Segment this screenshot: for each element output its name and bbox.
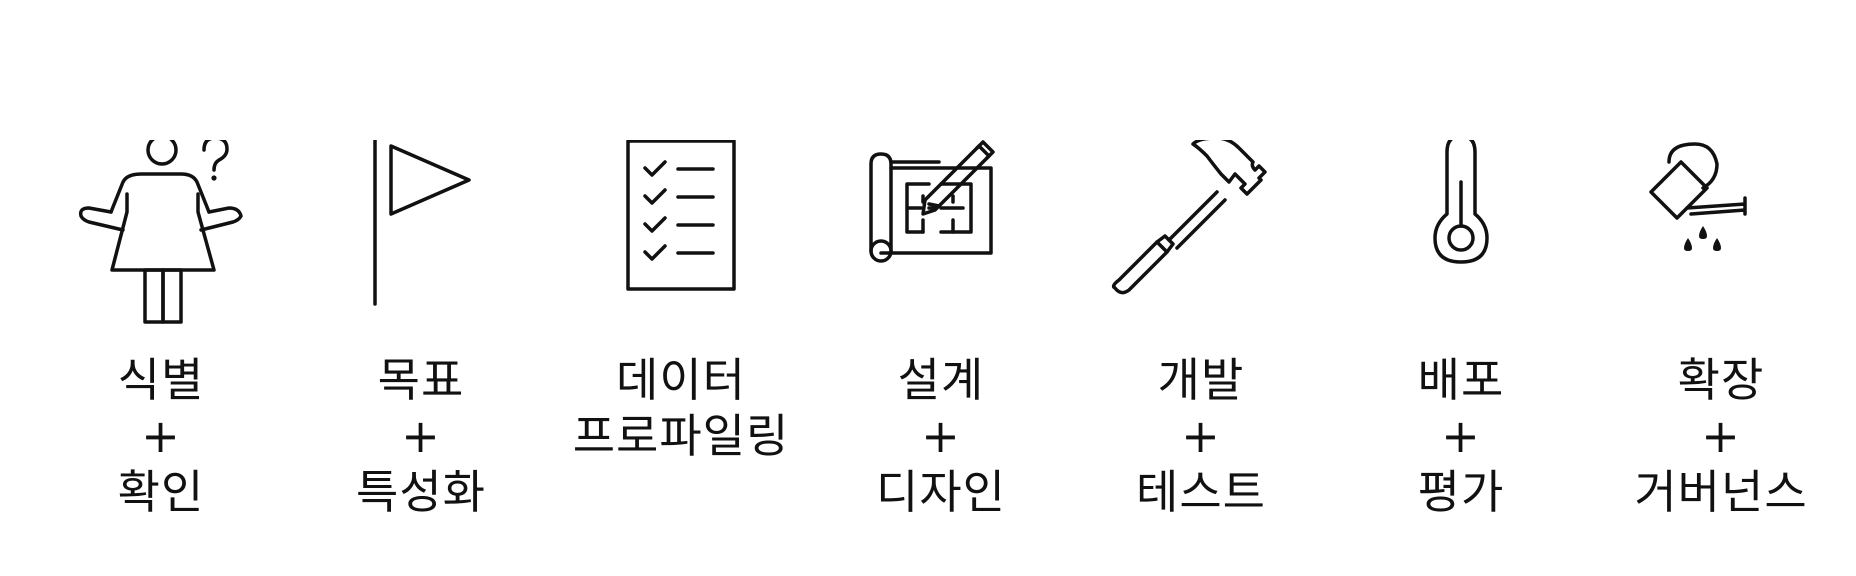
caption-line-1: 설계	[897, 353, 985, 407]
step-caption: 목표 + 특성화	[291, 352, 551, 520]
step-caption: 식별 + 확인	[31, 352, 291, 520]
step-caption: 데이터 프로파일링	[551, 352, 811, 464]
step-identify: 식별 + 확인	[31, 0, 291, 576]
flag-icon	[291, 140, 551, 340]
step-goal: 목표 + 특성화	[291, 0, 551, 576]
blueprint-pencil-icon	[811, 140, 1071, 340]
caption-plus: +	[921, 409, 961, 463]
caption-line-1: 개발	[1157, 353, 1245, 407]
step-scale: 확장 + 거버넌스	[1591, 0, 1851, 576]
thermometer-icon	[1331, 140, 1591, 340]
hammer-icon	[1071, 140, 1331, 340]
caption-line-2: 특성화	[356, 465, 486, 519]
caption-line-1: 배포	[1417, 353, 1505, 407]
caption-plus: +	[1181, 409, 1221, 463]
checklist-icon	[551, 140, 811, 340]
caption-line-2: 프로파일링	[572, 409, 790, 463]
caption-line-2: 디자인	[876, 465, 1006, 519]
caption-line-1: 식별	[117, 353, 205, 407]
caption-line-1: 확장	[1677, 353, 1765, 407]
watering-can-icon	[1591, 140, 1851, 340]
caption-plus: +	[1441, 409, 1481, 463]
caption-line-1: 목표	[377, 353, 465, 407]
step-caption: 배포 + 평가	[1331, 352, 1591, 520]
step-design: 설계 + 디자인	[811, 0, 1071, 576]
caption-line-1: 데이터	[616, 353, 746, 407]
step-deploy: 배포 + 평가	[1331, 0, 1591, 576]
caption-plus: +	[1701, 409, 1741, 463]
caption-line-2: 테스트	[1136, 465, 1266, 519]
step-data-profiling: 데이터 프로파일링	[551, 0, 811, 576]
caption-line-2: 평가	[1417, 465, 1505, 519]
person-question-icon	[31, 140, 291, 340]
step-develop: 개발 + 테스트	[1071, 0, 1331, 576]
caption-line-2: 확인	[117, 465, 205, 519]
caption-line-2: 거버넌스	[1634, 465, 1808, 519]
step-caption: 설계 + 디자인	[811, 352, 1071, 520]
caption-plus: +	[141, 409, 181, 463]
step-caption: 확장 + 거버넌스	[1591, 352, 1851, 520]
step-caption: 개발 + 테스트	[1071, 352, 1331, 520]
caption-plus: +	[401, 409, 441, 463]
